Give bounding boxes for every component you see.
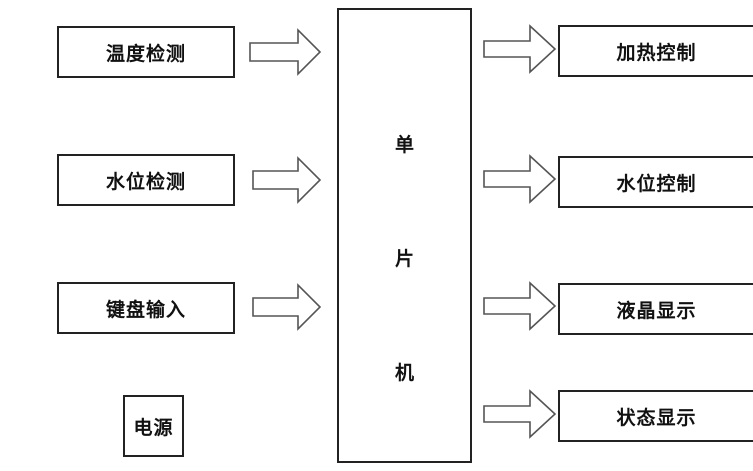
- input-arrow-3: [252, 283, 322, 331]
- temperature-detection-label: 温度检测: [105, 42, 186, 65]
- input-arrow-1: [249, 28, 322, 76]
- heating-control-label: 加热控制: [616, 41, 697, 64]
- microcontroller-label-char-3: 机: [394, 362, 414, 384]
- water-level-control-label: 水位控制: [616, 172, 697, 195]
- status-display-label: 状态显示: [616, 406, 697, 429]
- water-level-control-box: 水位控制: [558, 156, 753, 208]
- output-arrow-1: [483, 24, 557, 74]
- output-arrow-4: [483, 389, 557, 439]
- keyboard-input-box: 键盘输入: [57, 282, 235, 334]
- power-supply-box: 电源: [123, 395, 184, 457]
- output-arrow-3: [483, 281, 557, 331]
- lcd-display-label: 液晶显示: [616, 299, 697, 322]
- lcd-display-box: 液晶显示: [558, 283, 753, 335]
- microcontroller-box: 单 片 机: [337, 8, 472, 463]
- input-arrow-2: [252, 156, 322, 204]
- power-supply-label: 电源: [133, 416, 174, 439]
- microcontroller-label-char-1: 单: [394, 134, 414, 156]
- water-level-detection-label: 水位检测: [105, 170, 186, 193]
- status-display-box: 状态显示: [558, 390, 753, 442]
- temperature-detection-box: 温度检测: [57, 26, 235, 78]
- water-level-detection-box: 水位检测: [57, 154, 235, 206]
- microcontroller-label-char-2: 片: [394, 248, 414, 270]
- output-arrow-2: [483, 154, 557, 204]
- keyboard-input-label: 键盘输入: [105, 298, 186, 321]
- heating-control-box: 加热控制: [558, 25, 753, 77]
